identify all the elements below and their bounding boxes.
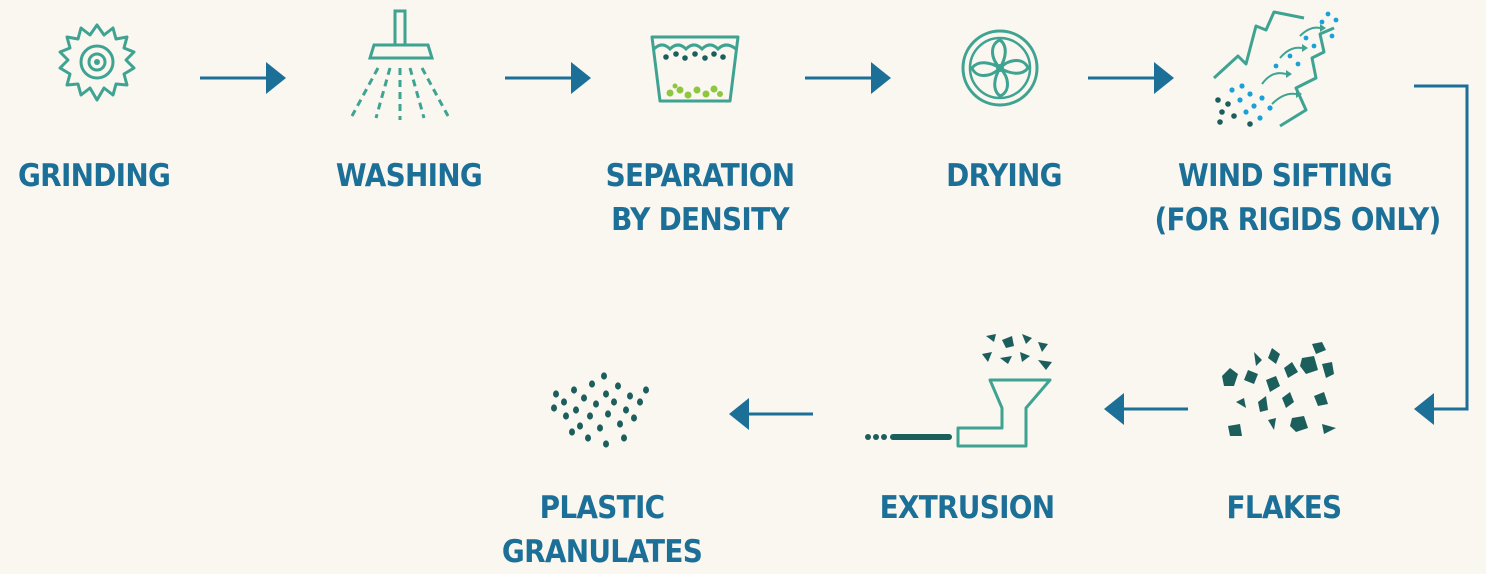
extruder-icon [862,330,1062,454]
saw-blade-icon [56,22,138,104]
shower-icon [348,9,452,122]
arrow-drying-to-wind-sifting [1088,62,1174,94]
arrow-wind-sifting-to-flakes [1414,84,1469,425]
arrow-washing-to-separation [505,62,591,94]
flakes-icon [1218,340,1344,440]
arrow-extrusion-to-granulates [729,398,813,430]
arrow-separation-to-drying [805,62,891,94]
granulates-icon [548,372,658,452]
step-label-grinding: GRINDING [18,158,171,194]
fan-icon [960,28,1040,108]
step-label-extrusion: EXTRUSION [879,490,1056,526]
arrow-flakes-to-extrusion [1104,393,1188,425]
step-label-wind-sifting: WIND SIFTING (FOR RIGIDS ONLY) [1154,158,1442,238]
step-label-drying: DRYING [946,158,1062,194]
wind-sifter-icon [1210,8,1342,128]
step-label-granulates: PLASTIC GRANULATES [501,490,703,570]
step-label-separation: SEPARATION BY DENSITY [605,158,796,238]
arrow-grinding-to-washing [200,62,286,94]
step-label-washing: WASHING [335,158,483,194]
density-tank-icon [650,35,740,105]
step-label-flakes: FLAKES [1226,490,1343,526]
